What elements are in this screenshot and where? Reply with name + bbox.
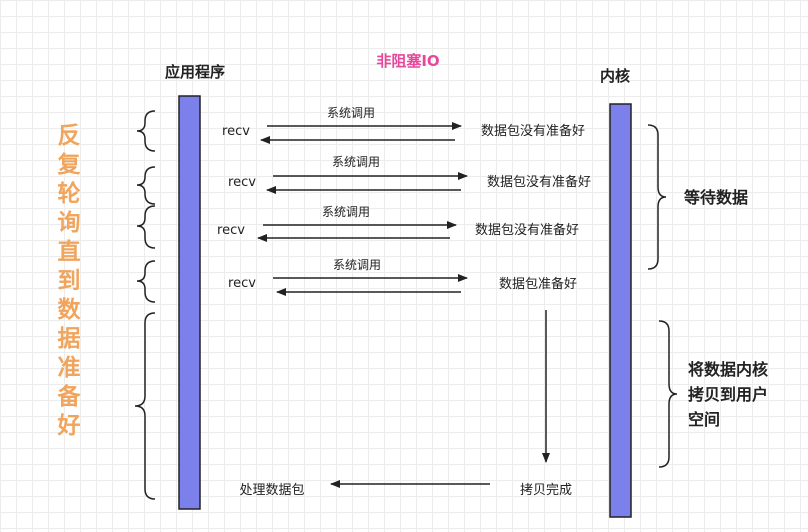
call-row-4: recv 系统调用 数据包准备好 (228, 258, 577, 296)
recv-label: recv (222, 124, 250, 139)
side-label-char: 反 (58, 123, 81, 149)
syscall-label: 系统调用 (332, 155, 380, 169)
left-brace-4 (136, 260, 156, 303)
side-label-char: 备 (57, 383, 82, 410)
kernel-reply-label: 数据包没有准备好 (481, 123, 585, 139)
right-brace-copy (658, 320, 678, 468)
copy-complete-label: 拷贝完成 (520, 483, 572, 498)
syscall-label: 系统调用 (327, 106, 375, 120)
call-row-2: recv 系统调用 数据包没有准备好 (228, 155, 591, 194)
recv-label: recv (217, 223, 245, 238)
copy-label-line-1: 将数据内核 (688, 360, 768, 379)
left-brace-5 (134, 312, 156, 500)
syscall-label: 系统调用 (322, 205, 370, 219)
diagram-title: 非阻塞IO (376, 52, 439, 70)
side-label-char: 直 (58, 238, 81, 265)
side-label-char: 据 (58, 326, 81, 352)
copy-label-line-2: 拷贝到用户 (688, 385, 768, 404)
kernel-reply-label: 数据包没有准备好 (487, 174, 591, 190)
side-label: 反 复 轮 询 直 到 数 据 准 备 好 (57, 123, 82, 439)
kernel-column-label: 内核 (600, 67, 630, 85)
app-lifeline (178, 95, 201, 510)
call-row-1: recv 系统调用 数据包没有准备好 (222, 106, 585, 144)
copy-label-line-3: 空间 (688, 410, 720, 429)
kernel-lifeline (609, 103, 632, 518)
recv-label: recv (228, 276, 256, 291)
side-label-char: 到 (58, 268, 81, 294)
left-brace-1 (136, 110, 156, 152)
left-brace-3 (136, 205, 156, 249)
kernel-reply-label: 数据包没有准备好 (475, 222, 579, 238)
wait-data-label: 等待数据 (683, 188, 748, 207)
process-packet-label: 处理数据包 (239, 483, 304, 498)
left-brace-2 (136, 166, 156, 205)
side-label-char: 准 (58, 355, 81, 381)
recv-label: recv (228, 175, 256, 190)
side-label-char: 数 (58, 297, 82, 323)
app-column-label: 应用程序 (165, 63, 225, 81)
right-brace-wait (647, 124, 667, 270)
call-row-3: recv 系统调用 数据包没有准备好 (217, 205, 579, 242)
kernel-reply-label: 数据包准备好 (499, 276, 577, 292)
side-label-char: 询 (58, 209, 81, 236)
side-label-char: 好 (57, 413, 81, 439)
side-label-char: 轮 (58, 180, 81, 207)
side-label-char: 复 (57, 152, 82, 178)
syscall-label: 系统调用 (333, 258, 381, 272)
